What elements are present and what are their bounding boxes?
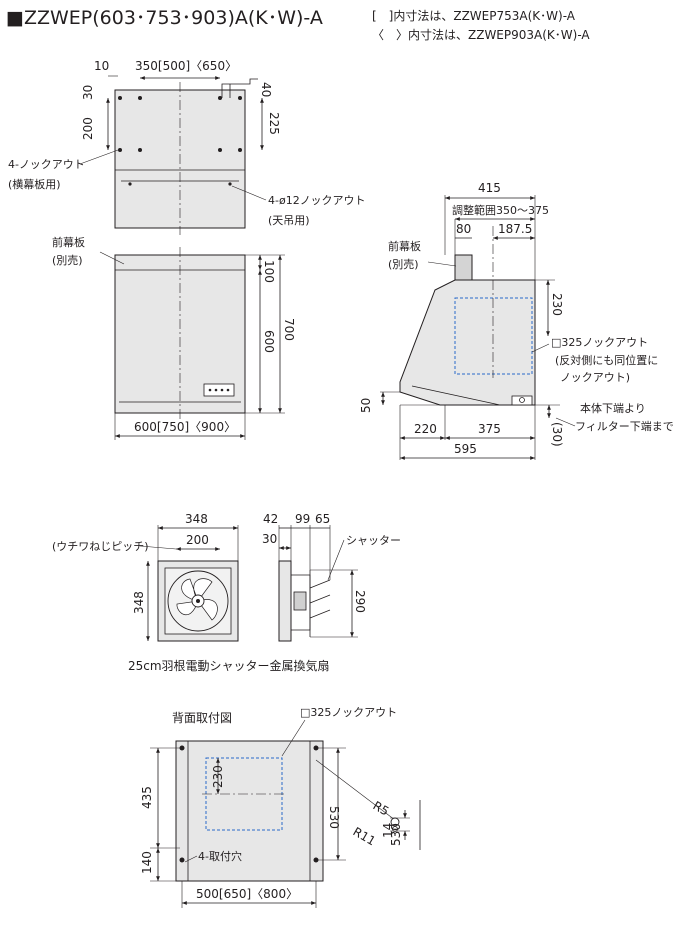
front-view: 前幕板 (別売) 100 600 700 600[750]〈900〉 [52, 235, 296, 440]
dim-415: 415 [478, 181, 501, 195]
rear-view-body [175, 740, 324, 882]
dim-200: 200 [81, 117, 95, 140]
bottom-note-2: フィルター下端まで [575, 420, 674, 433]
fan-pitch-label: (ウチワねじピッチ) [52, 540, 149, 553]
dim-30-side: (30) [550, 422, 564, 447]
bottom-note-1: 本体下端より [580, 401, 646, 415]
rear-dim-140: 140 [140, 851, 154, 874]
shutter-label: シャッター [346, 534, 401, 547]
fan-dim-348-side: 348 [132, 591, 146, 614]
detail-14: 14 [381, 823, 395, 838]
dim-30: 30 [81, 85, 95, 100]
front-panel-label: 前幕板 [52, 235, 85, 249]
adjust-range: 調整範囲350～375 [452, 203, 549, 217]
dim-600: 600 [262, 330, 276, 353]
note-753: [ ]内寸法は、ZZWEP753A(K･W)-A [372, 9, 576, 23]
dim-100: 100 [262, 260, 276, 283]
dim-700: 700 [282, 318, 296, 341]
fan-dim-65: 65 [315, 512, 330, 526]
rear-dim-530: 530 [327, 806, 341, 829]
fan-dim-30: 30 [262, 532, 277, 546]
dim-225: 225 [267, 112, 281, 135]
detail-530: 530 [389, 823, 403, 846]
fan-caption: 25cm羽根電動シャッター金属換気扇 [128, 658, 330, 673]
dim-40: 40 [259, 82, 273, 97]
duct-collar [454, 254, 473, 281]
side-knockout-sub: (横幕板用) [8, 177, 61, 191]
fan-side-frame [278, 560, 292, 642]
fan-dim-42: 42 [263, 512, 278, 526]
rear-view: 背面取付図 □325ノックアウト 230 435 140 530 4-取付穴 [140, 706, 421, 908]
rear-dim-width: 500[650]〈800〉 [196, 887, 298, 901]
fan-dim-348-top: 348 [185, 512, 208, 526]
rear-knockout-label: □325ノックアウト [300, 706, 397, 719]
fan-view: 348 200 (ウチワねじピッチ) 348 42 99 65 30 290 シ… [52, 512, 401, 673]
dim-220: 220 [414, 422, 437, 436]
side-view: 415 調整範囲350～375 80 187.5 230 前幕板 (別売) □3… [359, 181, 674, 460]
rear-dim-230: 230 [211, 765, 225, 788]
dim-top-width: 350[500]〈650〉 [135, 59, 237, 73]
detail-r11: R11 [351, 824, 378, 848]
dim-80: 80 [456, 222, 471, 236]
side-panel-label: 前幕板 [388, 239, 421, 253]
dim-10: 10 [94, 59, 109, 73]
dim-375: 375 [478, 422, 501, 436]
top-knockout-sub: (天吊用) [268, 214, 310, 227]
side-knockout-sub2: ノックアウト) [560, 371, 630, 384]
dim-595: 595 [454, 442, 477, 456]
dim-1875: 187.5 [498, 222, 532, 236]
fan-blade-circle [167, 570, 229, 632]
side-knockout-label: 4-ノックアウト [8, 158, 85, 171]
rear-title: 背面取付図 [172, 711, 232, 725]
top-view: 10 350[500]〈650〉 40 200 30 225 4-ノックアウト … [8, 59, 365, 235]
detail-r5: R5 [371, 798, 392, 818]
side-knockout-sub1: (反対側にも同位置に [555, 353, 658, 367]
dim-front-width: 600[750]〈900〉 [134, 420, 236, 434]
rear-holes-label: 4-取付穴 [198, 849, 242, 863]
side-view-body [399, 279, 536, 406]
fan-dim-99: 99 [295, 512, 310, 526]
side-knockout-label2: □325ノックアウト [551, 336, 648, 349]
side-knockout-area [454, 297, 533, 375]
dim-230-side: 230 [550, 293, 564, 316]
note-903: 〈 〉内寸法は、ZZWEP903A(K･W)-A [372, 28, 590, 42]
control-panel [203, 383, 235, 397]
front-panel-sub: (別売) [52, 254, 83, 267]
top-knockout-label: 4-ø12ノックアウト [268, 194, 365, 207]
dim-50: 50 [359, 398, 373, 413]
fan-dim-290: 290 [353, 590, 367, 613]
side-panel-sub: (別売) [388, 258, 419, 271]
rear-dim-435: 435 [140, 786, 154, 809]
model-title: ■ZZWEP(603･753･903)A(K･W)-A [6, 7, 323, 29]
fan-dim-200: 200 [186, 533, 209, 547]
